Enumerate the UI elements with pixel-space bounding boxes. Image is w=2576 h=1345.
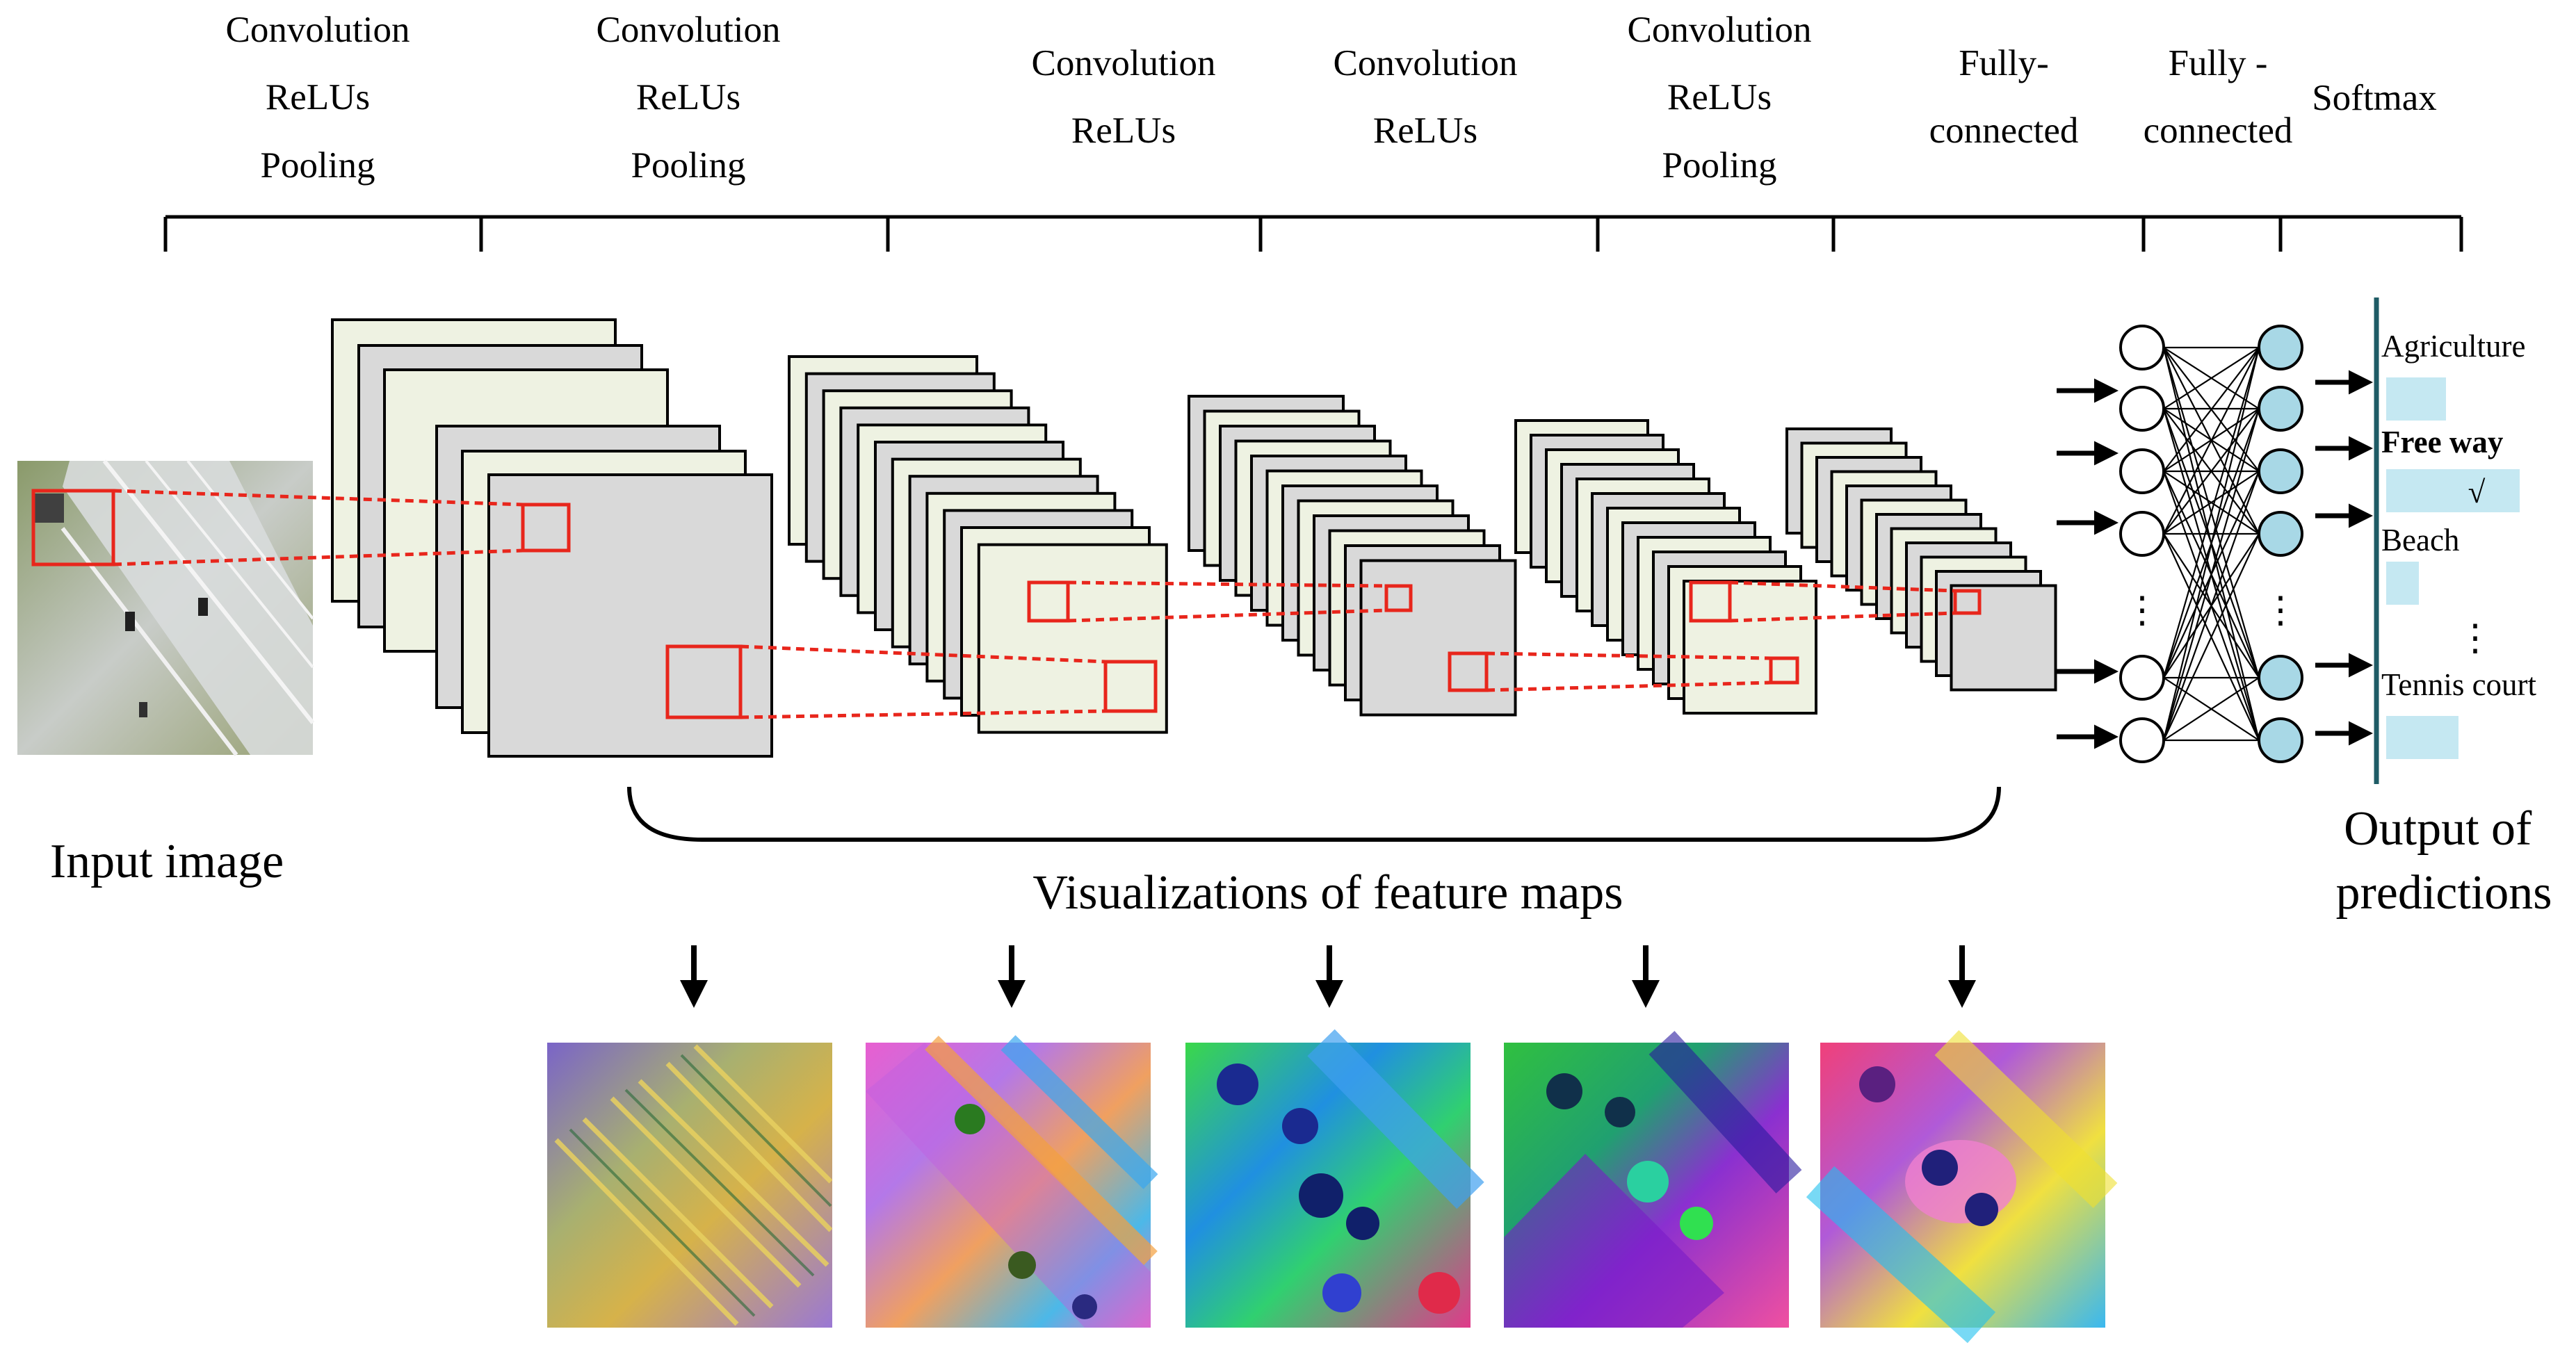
fc-edges <box>2162 346 2260 742</box>
visualization-arrows <box>680 945 1976 1008</box>
fc-layer-2-nodes <box>2258 325 2303 763</box>
stage-label-line: ReLUs <box>636 77 740 117</box>
fc-node <box>2258 448 2303 494</box>
stage-label-line: connected <box>2144 111 2293 151</box>
fc-node <box>2119 655 2165 701</box>
receptive-field-box <box>1953 589 1982 615</box>
feature-map-visualization-2 <box>866 1035 1158 1328</box>
fc-output-arrows <box>2315 370 2373 746</box>
fully-connected-network: ⋮ ⋮ <box>2057 325 2373 763</box>
input-image <box>17 459 315 756</box>
stage-label-line: Convolution <box>1627 10 1811 50</box>
output-score-bar <box>2386 469 2520 512</box>
stage-label-line: ReLUs <box>1373 111 1477 151</box>
feature-map-stack-5 <box>1785 427 2057 692</box>
stage-label-line: Softmax <box>2312 78 2437 118</box>
fc-input-arrows <box>2057 378 2119 749</box>
stage-label-line: Pooling <box>1662 145 1777 186</box>
input-image-label: Input image <box>50 835 284 888</box>
output-score-bar <box>2386 716 2458 759</box>
stage-label-line: ReLUs <box>1071 111 1176 151</box>
output-ellipsis: ⋮ <box>2457 618 2494 658</box>
output-label-line: predictions <box>2335 866 2552 920</box>
feature-map-visualization-4 <box>1504 1031 1802 1328</box>
fc-node <box>2119 511 2165 557</box>
fc-node <box>2119 325 2165 370</box>
visualization-label: Visualizations of feature maps <box>1032 866 1623 920</box>
receptive-field-projections <box>113 489 1982 719</box>
fc-node <box>2119 448 2165 494</box>
feature-map-stack-2 <box>788 355 1168 734</box>
receptive-field-box <box>1103 660 1158 713</box>
stage-label-line: Fully- <box>1959 43 2049 83</box>
fc-node <box>2258 386 2303 432</box>
feature-map-stacks <box>331 318 2057 758</box>
feature-map-stack-4 <box>1514 419 1817 715</box>
stage-label-line: Convolution <box>1333 43 1517 83</box>
output-label-line: Output of <box>2344 802 2532 856</box>
output-class-label: Tennis court <box>2381 667 2537 702</box>
receptive-field-box <box>1689 580 1732 623</box>
stage-label-line: Pooling <box>261 145 375 186</box>
feature-map-stack-1 <box>331 318 773 758</box>
fc-layer-2-ellipsis: ⋮ <box>2262 590 2299 630</box>
fc-node <box>2258 717 2303 763</box>
receptive-field-box <box>1769 656 1799 685</box>
output-score-bar <box>2386 562 2419 605</box>
output-class-label: Free way <box>2381 425 2504 459</box>
fc-node <box>2258 511 2303 557</box>
feature-map-visualization-1 <box>547 1043 833 1328</box>
fc-node <box>2258 655 2303 701</box>
stage-label-line: Pooling <box>631 145 746 186</box>
receptive-field-box <box>1384 584 1413 612</box>
output-class-label: Beach <box>2381 523 2459 557</box>
stage-bracket <box>163 215 2463 252</box>
receptive-field-box <box>1448 651 1489 692</box>
receptive-field-box <box>1027 580 1070 623</box>
feature-map-layer <box>487 473 773 758</box>
receptive-field-box <box>521 503 571 553</box>
feature-map-visualizations <box>547 1029 2118 1344</box>
receptive-field-box <box>665 644 743 719</box>
fc-node <box>2119 386 2165 432</box>
stage-label-line: Convolution <box>596 10 780 50</box>
stage-label-line: Fully - <box>2169 43 2268 83</box>
fc-node <box>2258 325 2303 370</box>
feature-map-stack-3 <box>1188 395 1517 717</box>
feature-map-layer <box>977 543 1168 734</box>
fc-layer-1-nodes <box>2119 325 2165 763</box>
output-class-label: Agriculture <box>2381 329 2525 364</box>
stage-label-line: Convolution <box>225 10 410 50</box>
feature-map-layer <box>1950 584 2057 692</box>
fc-node <box>2119 717 2165 763</box>
feature-map-visualization-5 <box>1806 1030 2118 1344</box>
stage-label-line: ReLUs <box>1667 77 1772 117</box>
feature-map-layer <box>1683 580 1817 715</box>
stage-label-line: Convolution <box>1031 43 1215 83</box>
prediction-check-mark: √ <box>2468 475 2486 510</box>
stage-label-line: connected <box>1929 111 2079 151</box>
feature-map-visualization-3 <box>1185 1029 1484 1328</box>
fc-layer-1-ellipsis: ⋮ <box>2124 590 2161 630</box>
output-label: Output of predictions <box>2335 802 2552 920</box>
stage-label-line: ReLUs <box>266 77 370 117</box>
output-score-bar <box>2386 377 2446 421</box>
feature-maps-brace <box>627 786 2001 842</box>
